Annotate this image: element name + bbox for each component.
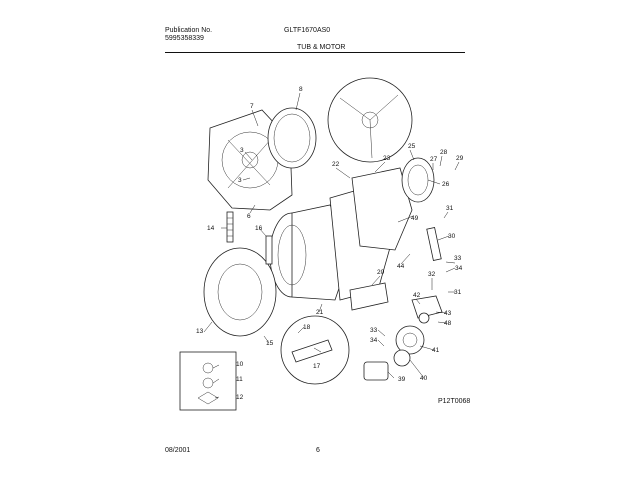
pump-hose [411,295,443,324]
callout: 32 [428,271,436,278]
callout: 23 [383,155,391,162]
callout: 13 [196,328,204,335]
motor-bracket [349,282,389,311]
callout: 31 [454,289,462,296]
callout: 40 [420,375,428,382]
callout: 3 [240,147,244,154]
callout: 3 [238,177,242,184]
page-number: 6 [316,447,320,454]
heater-element [426,227,442,261]
drawing-code: P12T0068 [438,398,471,405]
callout: 8 [299,86,303,93]
callout: 29 [456,155,464,162]
callout: 22 [332,161,340,168]
callout: 18 [303,324,311,331]
callout: 27 [430,156,438,163]
callout: 7 [250,103,254,110]
header-divider [165,52,465,53]
callout: 10 [236,361,244,368]
callout: 28 [440,149,448,156]
callout: 33 [454,255,462,262]
section-title: TUB & MOTOR [297,44,346,51]
publication-label: Publication No. [165,27,213,34]
drain-pump [393,325,425,367]
callout: 31 [446,205,454,212]
front-tub-ring [203,247,277,337]
callout: 11 [236,376,243,383]
footer-date: 08/2001 [165,447,191,454]
hardware-kit [179,351,237,411]
rear-bearing-housing [351,157,435,251]
publication-number: 5995358339 [165,35,204,42]
spring-top [265,235,273,265]
callout: 48 [444,320,452,327]
suspension-spring [226,211,234,243]
lower-detail-circle [280,315,350,385]
callout: 42 [413,292,421,299]
callout: 49 [411,215,419,222]
pump-motor [363,361,389,381]
callout: 17 [313,363,321,370]
callout: 43 [444,310,452,317]
callout: 6 [247,213,251,220]
leader-lines [203,92,460,399]
callout: 15 [266,340,274,347]
callout: 26 [442,181,450,188]
callout: 34 [455,265,463,272]
callout: 16 [255,225,263,232]
callout: 14 [207,225,215,232]
callout: 44 [397,263,405,270]
callout: 20 [377,269,385,276]
callout: 39 [398,376,406,383]
model-number: GLTF1670AS0 [284,27,331,34]
callout: 21 [316,309,324,316]
callout: 33 [370,327,378,334]
callout: 34 [370,337,378,344]
callout: 41 [432,347,440,354]
tub-seal-ring [267,107,317,169]
callout: 30 [448,233,456,240]
callout: 12 [236,394,244,401]
callout-labels: 7 8 3 3 6 22 23 25 27 28 29 26 49 31 30 … [196,86,464,401]
callout: 25 [408,143,416,150]
spider-detail-circle [327,77,413,163]
